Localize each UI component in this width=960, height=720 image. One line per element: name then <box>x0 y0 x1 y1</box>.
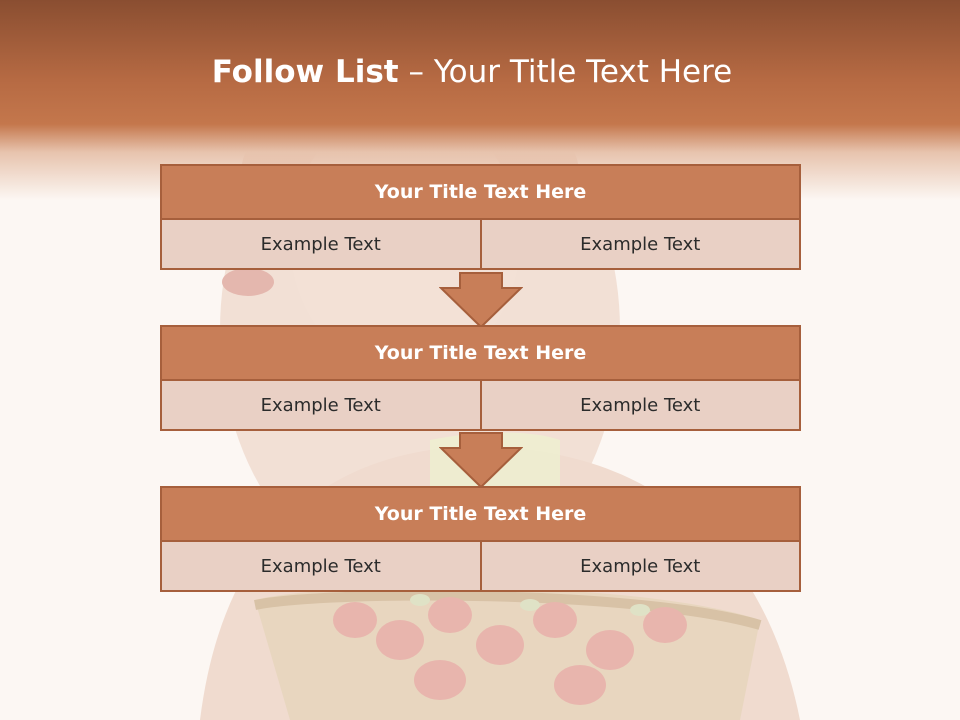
example-text-left[interactable]: Example Text <box>160 220 482 270</box>
down-arrow-icon <box>439 432 523 488</box>
example-text-right[interactable]: Example Text <box>479 220 801 270</box>
down-arrow-icon <box>439 272 523 328</box>
list-block-1: Your Title Text Here Example Text Exampl… <box>160 164 801 270</box>
block-title[interactable]: Your Title Text Here <box>160 486 801 542</box>
list-block-3: Your Title Text Here Example Text Exampl… <box>160 486 801 592</box>
block-title[interactable]: Your Title Text Here <box>160 164 801 220</box>
example-text-left[interactable]: Example Text <box>160 381 482 431</box>
block-row: Example Text Example Text <box>160 220 801 270</box>
slide-title: Follow List – Your Title Text Here <box>0 54 944 90</box>
slide-title-rest: – Your Title Text Here <box>398 54 733 90</box>
block-row: Example Text Example Text <box>160 381 801 431</box>
example-text-left[interactable]: Example Text <box>160 542 482 592</box>
slide-title-bold: Follow List <box>211 54 399 90</box>
block-title[interactable]: Your Title Text Here <box>160 325 801 381</box>
example-text-right[interactable]: Example Text <box>479 381 801 431</box>
example-text-right[interactable]: Example Text <box>479 542 801 592</box>
block-row: Example Text Example Text <box>160 542 801 592</box>
list-block-2: Your Title Text Here Example Text Exampl… <box>160 325 801 431</box>
